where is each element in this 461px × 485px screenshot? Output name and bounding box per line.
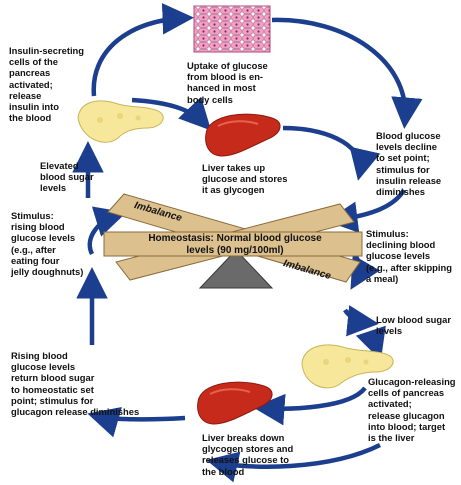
homeostasis-beam — [103, 231, 363, 257]
pancreas-icon — [77, 100, 164, 143]
label-decline: Blood glucose levels decline to set poin… — [376, 130, 442, 198]
homeostasis-title: Homeostasis: Normal blood glucose levels… — [148, 233, 322, 256]
arrow-to-low-sugar — [343, 305, 379, 337]
label-elevated: Elevated blood sugar levels — [40, 160, 94, 194]
arrow-glucagon-to-bottom — [206, 442, 382, 483]
label-glucagon: Glucagon-releasing cells of pancreas act… — [368, 376, 456, 444]
arrow-liver-to-rising — [87, 407, 186, 438]
label-rising-return: Rising blood glucose levels return blood… — [11, 350, 140, 418]
arrow-stimulus-to-elevated — [87, 206, 127, 256]
arrow-low-sugar-to-pancreas — [355, 325, 386, 361]
label-insulin-secreting: Insulin-secreting cells of the pancreas … — [9, 45, 85, 124]
arrow-pancreas-to-cells — [91, 3, 194, 97]
arrow-cells-to-decline — [271, 17, 423, 129]
label-low-sugar: Low blood sugar levels — [376, 314, 451, 337]
label-uptake: Uptake of glucose from blood is en- hanc… — [187, 60, 268, 105]
pancreas-icon — [301, 344, 394, 389]
balance-seesaw — [103, 193, 363, 289]
body-cells-icon — [193, 5, 271, 53]
label-liver-takes-up: Liver takes up glucose and stores it as … — [202, 162, 288, 196]
fulcrum-icon — [198, 249, 274, 289]
arrow-pancreas-to-liver-bottom — [253, 386, 367, 426]
arrow-pancreas-to-liver — [131, 96, 212, 131]
liver-icon — [197, 381, 273, 425]
label-liver-breaks: Liver breaks down glycogen stores and re… — [202, 432, 294, 477]
arrow-liver-to-balance — [282, 125, 381, 181]
label-stimulus-rising: Stimulus: rising blood glucose levels (e… — [11, 210, 84, 278]
liver-icon — [205, 113, 281, 157]
label-stimulus-declining: Stimulus: declining blood glucose levels… — [366, 228, 452, 284]
